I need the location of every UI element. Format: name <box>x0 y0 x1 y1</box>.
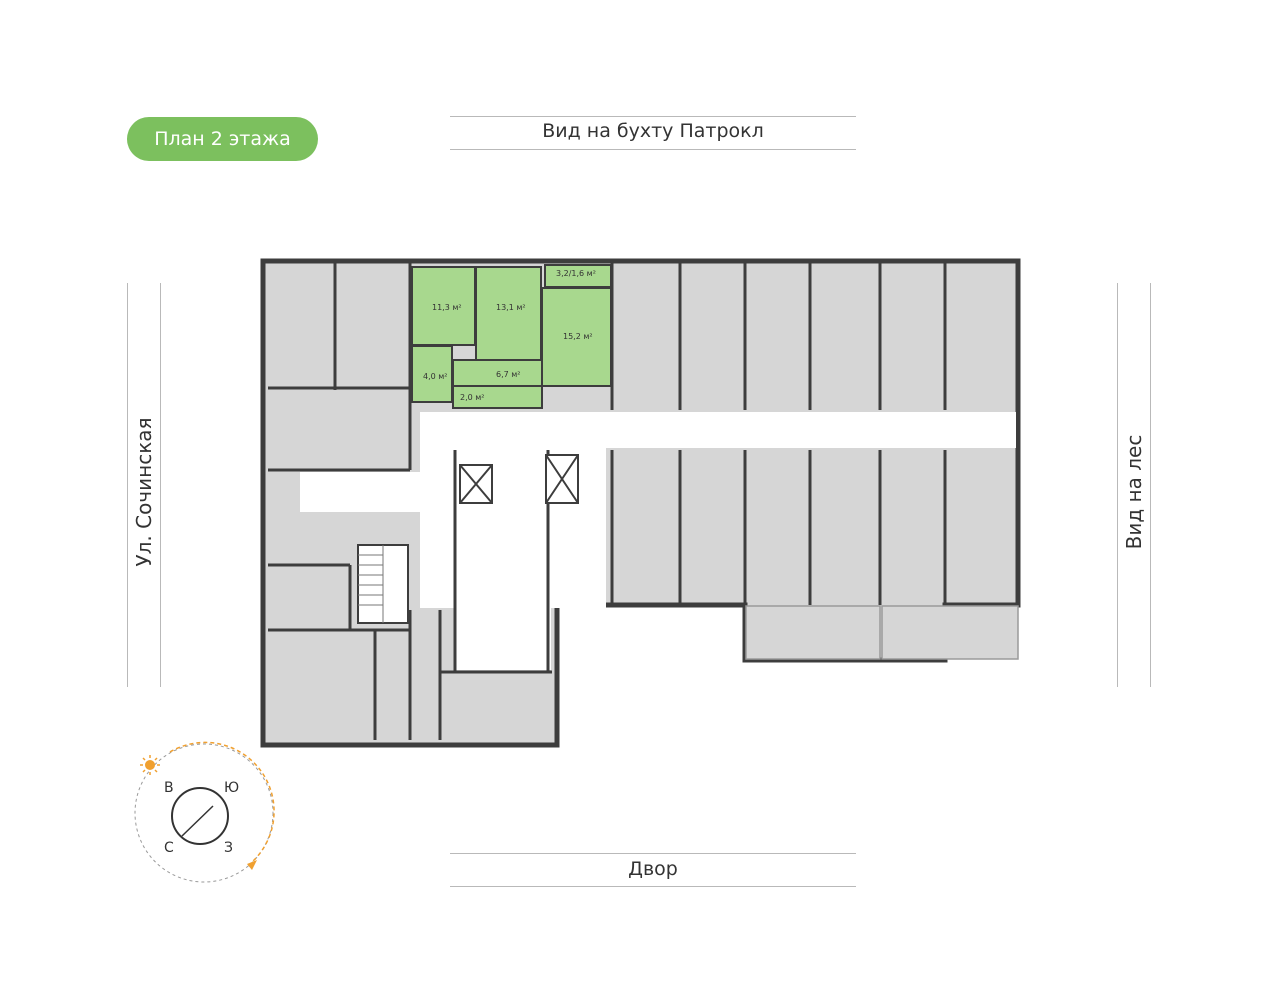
bottom-view-rule-lower <box>450 886 856 887</box>
area-kitchen: 15,2 м² <box>563 332 593 341</box>
top-view-rule-upper <box>450 116 856 117</box>
compass-east: В <box>164 780 174 796</box>
apt-kitchen <box>541 287 612 387</box>
compass-dial <box>171 787 229 845</box>
hall-south <box>455 598 551 670</box>
left-view-rule-a <box>127 283 128 687</box>
apt-room-2 <box>475 266 542 361</box>
compass-north: С <box>164 840 174 856</box>
compass: В Ю З С <box>134 741 275 883</box>
apt-bathroom <box>411 345 453 403</box>
area-room-2: 13,1 м² <box>496 303 526 312</box>
floor-badge: План 2 этажа <box>127 117 318 161</box>
area-room-1: 11,3 м² <box>432 303 462 312</box>
area-bathroom: 4,0 м² <box>423 372 448 381</box>
sun-path-arrow <box>247 860 257 870</box>
apt-wc <box>452 385 543 409</box>
balcony-south-1 <box>745 605 881 660</box>
area-wc: 2,0 м² <box>460 393 485 402</box>
compass-orbit <box>134 743 274 883</box>
compass-west: З <box>224 840 233 856</box>
right-view-rule-a <box>1117 283 1118 687</box>
compass-south: Ю <box>224 780 239 796</box>
hall-west <box>300 472 420 512</box>
elevator-2 <box>545 454 579 504</box>
highlighted-apartment <box>411 264 612 409</box>
top-view-rule-lower <box>450 149 856 150</box>
balcony-south-2 <box>881 605 1019 660</box>
elevator-1 <box>459 464 493 504</box>
bottom-view-rule-upper <box>450 853 856 854</box>
top-view-label: Вид на бухту Патрокл <box>542 120 764 142</box>
bottom-view-label: Двор <box>628 858 678 880</box>
apt-room-1 <box>411 266 476 346</box>
corridor <box>420 412 1016 448</box>
right-view-rule-b <box>1150 283 1151 687</box>
area-hall: 6,7 м² <box>496 370 521 379</box>
sun-icon <box>140 755 160 775</box>
sun-path-arc <box>169 741 275 863</box>
left-view-rule-b <box>160 283 161 687</box>
stairs-lines <box>358 545 384 623</box>
area-balcony: 3,2/1,6 м² <box>556 269 596 278</box>
compass-needle <box>181 805 214 837</box>
